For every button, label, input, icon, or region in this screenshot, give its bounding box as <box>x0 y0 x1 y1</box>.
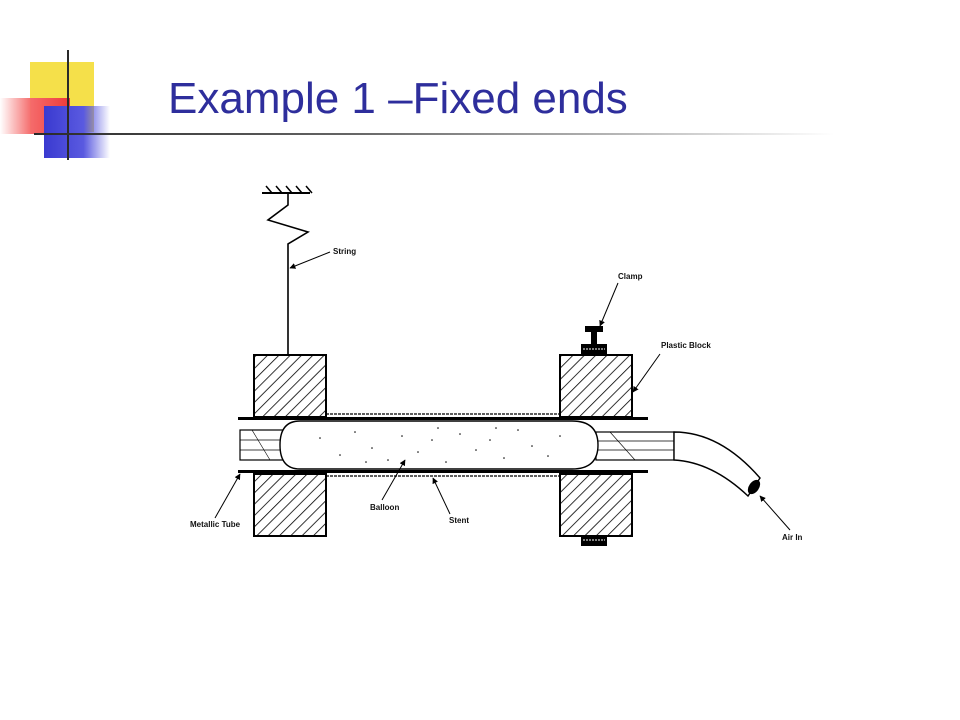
tube-wall-bottom <box>238 470 648 473</box>
metallic-tube-leader <box>214 473 241 519</box>
air-hose <box>673 431 761 498</box>
ceiling-support <box>262 185 313 194</box>
label-air-in: Air In <box>782 533 803 542</box>
label-stent: Stent <box>449 516 469 525</box>
tube-wall-top <box>238 417 648 420</box>
plastic-block-top-right <box>559 354 633 418</box>
slide-title: Example 1 –Fixed ends <box>168 74 628 123</box>
spring <box>266 193 310 355</box>
metallic-tube-left <box>239 429 287 461</box>
decor-blue-square <box>44 106 110 158</box>
label-string: String <box>333 247 356 256</box>
air-in-leader <box>759 495 791 531</box>
label-clamp: Clamp <box>618 272 643 281</box>
metallic-tube-right <box>595 431 675 461</box>
clamp <box>581 326 607 355</box>
plastic-block-bottom-left <box>253 473 327 537</box>
balloon-speckle <box>319 427 561 463</box>
balloon <box>279 420 599 470</box>
stent-test-diagram: String Clamp Plastic Block Balloon Stent… <box>190 185 803 546</box>
stent-leader <box>432 477 451 515</box>
label-metallic-tube: Metallic Tube <box>190 520 241 529</box>
label-plastic-block: Plastic Block <box>661 341 711 350</box>
balloon-leader <box>381 459 406 501</box>
decor-vertical-line <box>67 50 69 160</box>
air-hose-opening <box>747 479 761 495</box>
plastic-block-bottom-right <box>559 473 633 537</box>
plastic-block-top-left <box>253 354 327 418</box>
clamp-leader <box>599 282 619 327</box>
label-balloon: Balloon <box>370 503 399 512</box>
string-leader <box>289 251 331 269</box>
clamp-base <box>581 536 607 546</box>
plastic-block-leader <box>632 353 661 393</box>
title-underline <box>34 133 834 135</box>
